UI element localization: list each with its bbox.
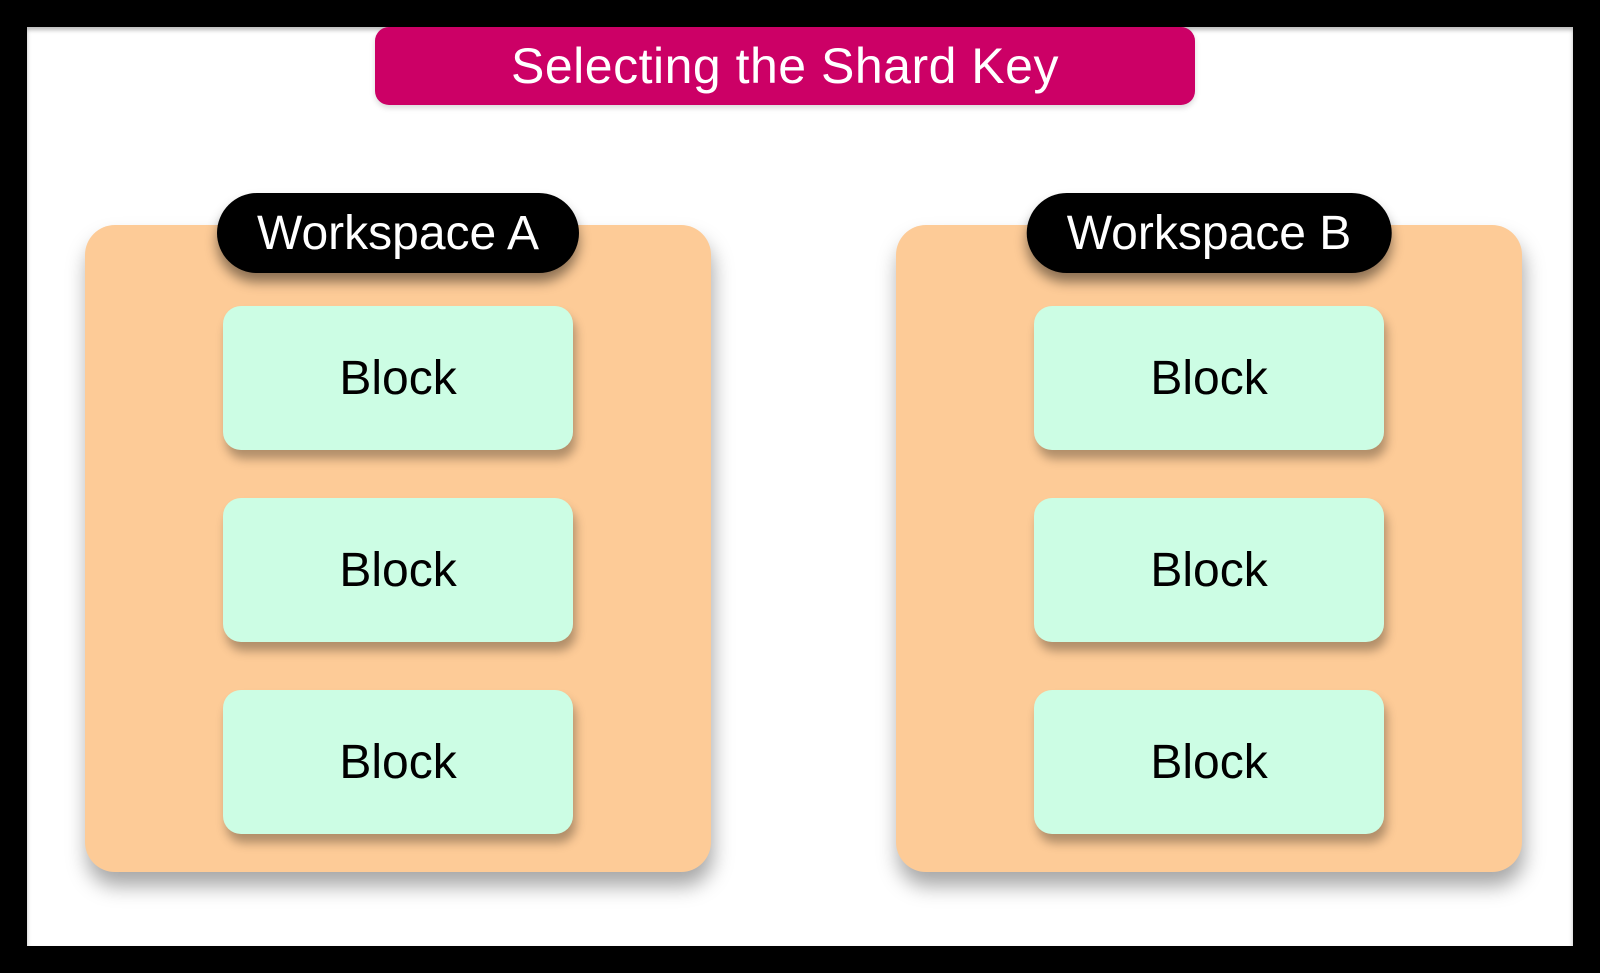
- block-label: Block: [339, 351, 457, 405]
- workspace-b-label-pill: Workspace B: [1026, 193, 1392, 273]
- block-label: Block: [1150, 351, 1268, 405]
- slide-canvas: Selecting the Shard Key Workspace A Bloc…: [27, 27, 1573, 946]
- block-label: Block: [1150, 735, 1268, 789]
- workspace-a-block-1: Block: [223, 306, 573, 450]
- workspace-a-block-2: Block: [223, 498, 573, 642]
- workspace-b-label: Workspace B: [1066, 206, 1352, 260]
- title-banner: Selecting the Shard Key: [375, 27, 1195, 105]
- workspace-b-block-1: Block: [1034, 306, 1384, 450]
- workspace-a-label-pill: Workspace A: [217, 193, 579, 273]
- block-label: Block: [339, 543, 457, 597]
- workspace-b-block-2: Block: [1034, 498, 1384, 642]
- workspace-b-container: Workspace B Block Block Block: [896, 193, 1522, 872]
- workspace-a-label: Workspace A: [257, 206, 539, 260]
- diagram-title: Selecting the Shard Key: [511, 38, 1059, 94]
- block-label: Block: [339, 735, 457, 789]
- workspace-b-block-3: Block: [1034, 690, 1384, 834]
- workspace-a-container: Workspace A Block Block Block: [85, 193, 711, 872]
- block-label: Block: [1150, 543, 1268, 597]
- workspace-a-block-3: Block: [223, 690, 573, 834]
